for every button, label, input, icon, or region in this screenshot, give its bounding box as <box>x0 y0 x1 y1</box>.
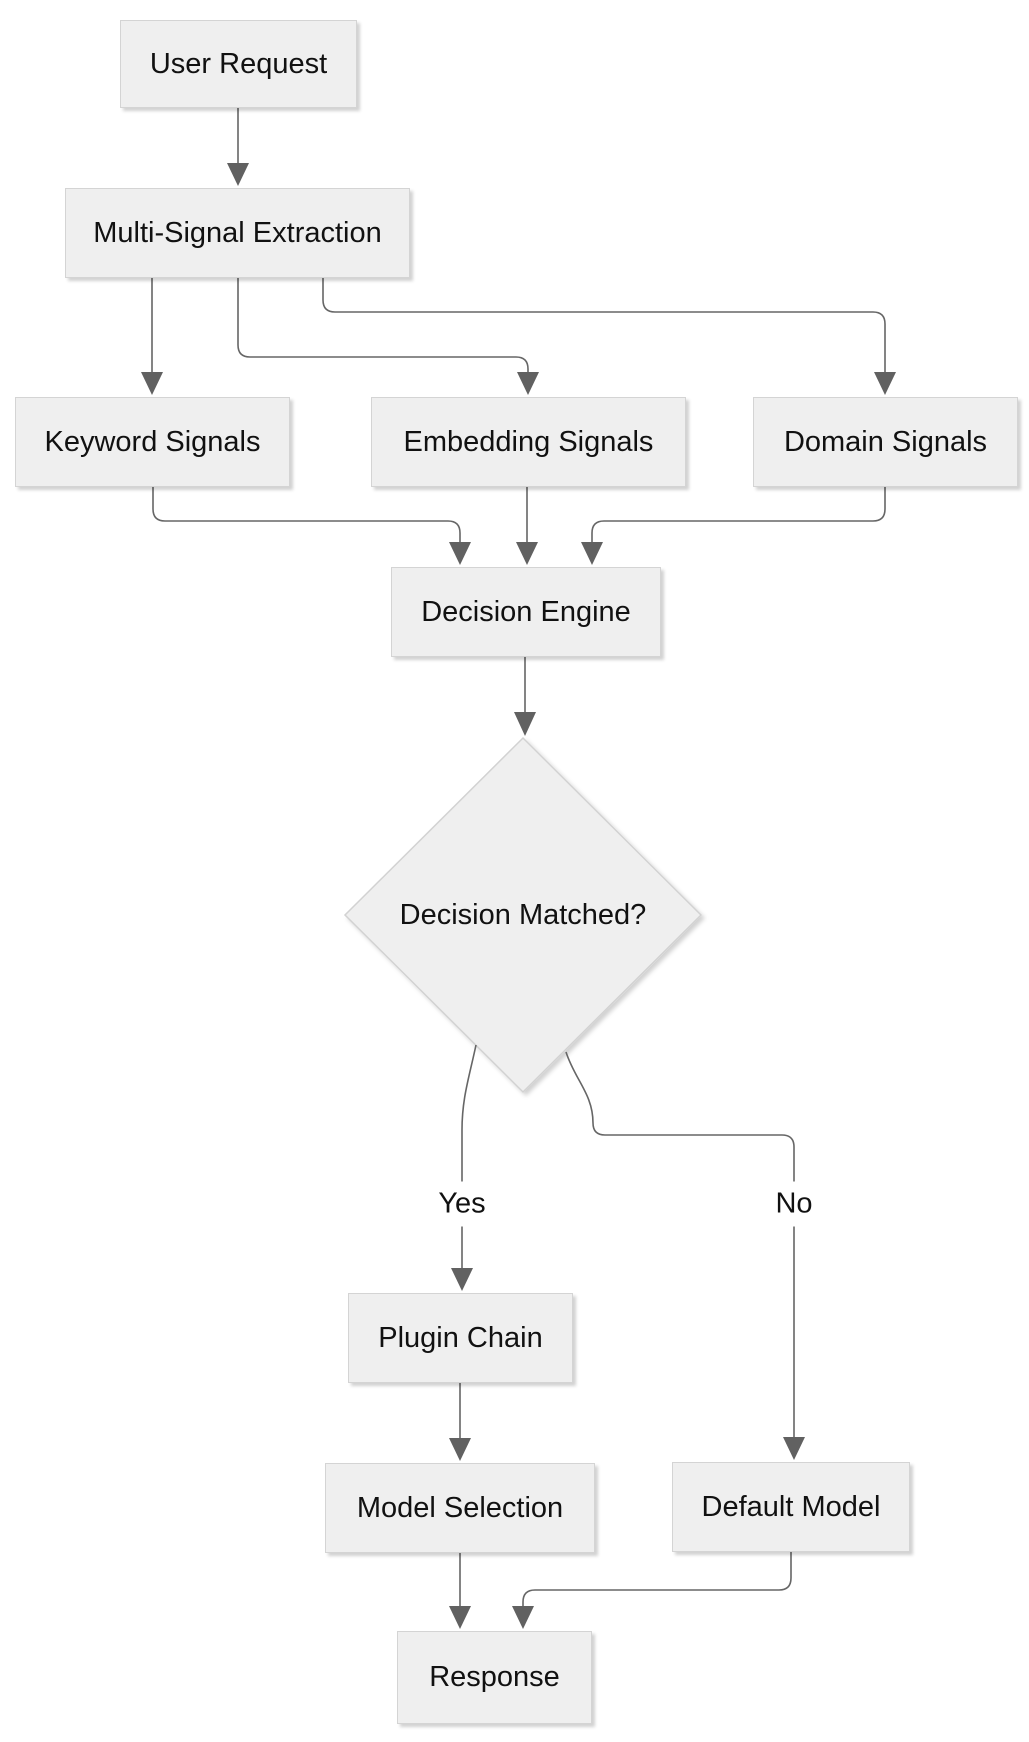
arrowhead-embedding <box>517 372 539 395</box>
edge-extraction-to-embedding <box>237 278 529 373</box>
arrowhead-diamond <box>514 712 536 736</box>
arrowhead-response-left <box>449 1606 471 1629</box>
node-default-model-label: Default Model <box>701 1490 881 1523</box>
node-domain-signals: Domain Signals <box>753 397 1018 487</box>
edge-default-model-to-response <box>522 1552 792 1607</box>
node-decision-matched-label: Decision Matched? <box>373 893 673 937</box>
node-embedding-signals-label: Embedding Signals <box>403 425 654 458</box>
decision-diamond-shape <box>343 736 703 1094</box>
node-response: Response <box>397 1631 592 1724</box>
node-decision-engine-label: Decision Engine <box>421 595 631 628</box>
node-decision-engine: Decision Engine <box>391 567 661 657</box>
node-keyword-signals: Keyword Signals <box>15 397 290 487</box>
node-default-model: Default Model <box>672 1462 910 1552</box>
arrowhead-extraction <box>227 163 249 186</box>
decision-matched-text: Decision Matched? <box>399 898 647 931</box>
arrowhead-decision-engine-center <box>516 542 538 565</box>
arrowhead-model-selection <box>449 1438 471 1461</box>
arrowhead-response-right <box>512 1606 534 1629</box>
node-plugin-chain: Plugin Chain <box>348 1293 573 1383</box>
edge-domain-to-decision-engine <box>591 487 886 543</box>
edge-no-to-default-model <box>565 1051 795 1438</box>
arrowhead-decision-engine-left <box>449 542 471 565</box>
edge-label-no: No <box>765 1181 823 1227</box>
node-multi-signal-extraction-label: Multi-Signal Extraction <box>93 216 382 249</box>
node-domain-signals-label: Domain Signals <box>783 425 988 458</box>
node-response-label: Response <box>429 1661 560 1693</box>
edge-extraction-to-domain <box>322 278 886 373</box>
arrowhead-keyword <box>141 372 163 395</box>
node-model-selection: Model Selection <box>325 1463 595 1553</box>
node-multi-signal-extraction: Multi-Signal Extraction <box>65 188 410 278</box>
edge-yes-to-plugin-chain <box>461 1044 477 1269</box>
node-embedding-signals: Embedding Signals <box>371 397 686 487</box>
arrowhead-domain <box>874 372 896 395</box>
node-keyword-signals-label: Keyword Signals <box>44 425 261 458</box>
arrowhead-decision-engine-right <box>581 542 603 565</box>
arrowhead-default-model <box>783 1437 805 1460</box>
edge-label-yes: Yes <box>428 1181 496 1227</box>
node-model-selection-label: Model Selection <box>356 1491 564 1524</box>
arrowhead-plugin-chain <box>451 1268 473 1291</box>
node-user-request: User Request <box>120 20 357 108</box>
node-user-request-label: User Request <box>149 47 328 80</box>
edge-keyword-to-decision-engine <box>152 487 461 543</box>
node-plugin-chain-label: Plugin Chain <box>378 1321 543 1354</box>
